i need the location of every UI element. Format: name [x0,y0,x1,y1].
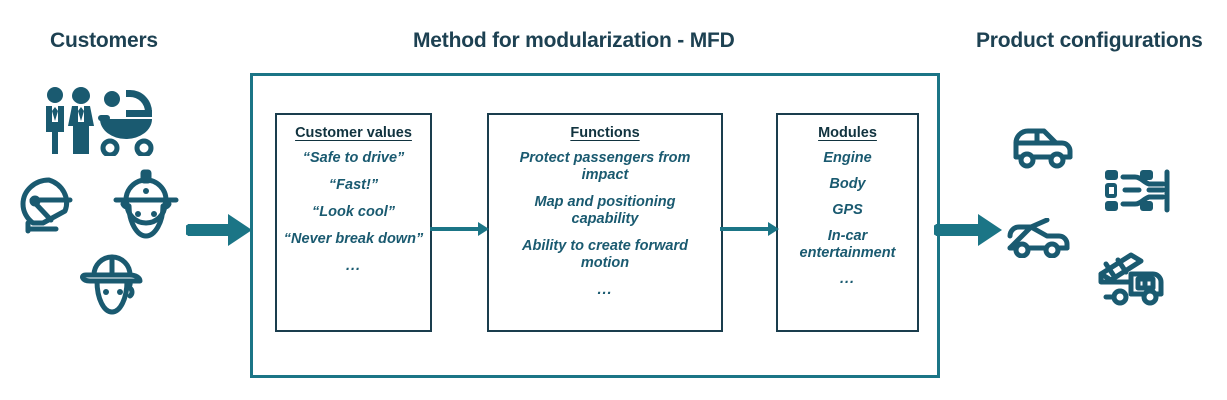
customer-value-item: “Safe to drive” [302,150,405,166]
module-item-ellipsis: ... [839,271,856,287]
customer-value-item: “Look cool” [312,204,395,220]
arrow-right-thin-values-to-functions-icon [430,222,489,236]
family-group-icon [46,87,154,156]
box-functions-title: Functions [570,125,640,141]
arrow-right-thick-out-icon [934,214,1002,246]
heading-customers: Customers [50,29,158,52]
customer-value-item: “Fast!” [328,177,379,193]
heading-method-for-modularization: Method for modularization - MFD [413,29,735,52]
arrow-right-thin-functions-to-modules-icon [720,222,779,236]
module-item: GPS [832,202,863,218]
heading-product-configurations: Product configurations [976,29,1203,52]
person-with-cap-icon [80,254,143,315]
module-item: Engine [823,150,872,166]
fire-ladder-truck-icon [1098,252,1164,306]
formula-race-car-icon [1105,169,1170,213]
convertible-car-icon [1007,218,1070,258]
customer-value-item: “Never break down” [283,231,424,247]
function-item: Ability to create forward motion [522,238,688,271]
arrow-right-thick-in-icon [186,214,252,246]
box-customer-values-title: Customer values [295,125,412,141]
function-item-ellipsis: ... [597,282,613,298]
function-item: Protect passengers from impact [519,150,691,183]
construction-worker-icon [113,169,179,239]
module-item: In-car entertainment [799,228,896,261]
box-modules-title: Modules [818,125,877,141]
box-modules: Modules Engine Body GPS In-car entertain… [776,113,919,332]
module-item: Body [829,176,866,192]
customer-value-item-ellipsis: ... [345,258,362,274]
function-item: Map and positioning capability [534,194,676,227]
suv-car-icon [1013,128,1073,169]
box-customer-values: Customer values “Safe to drive” “Fast!” … [275,113,432,332]
box-functions: Functions Protect passengers from impact… [487,113,723,332]
motorcycle-helmet-icon [20,177,73,234]
